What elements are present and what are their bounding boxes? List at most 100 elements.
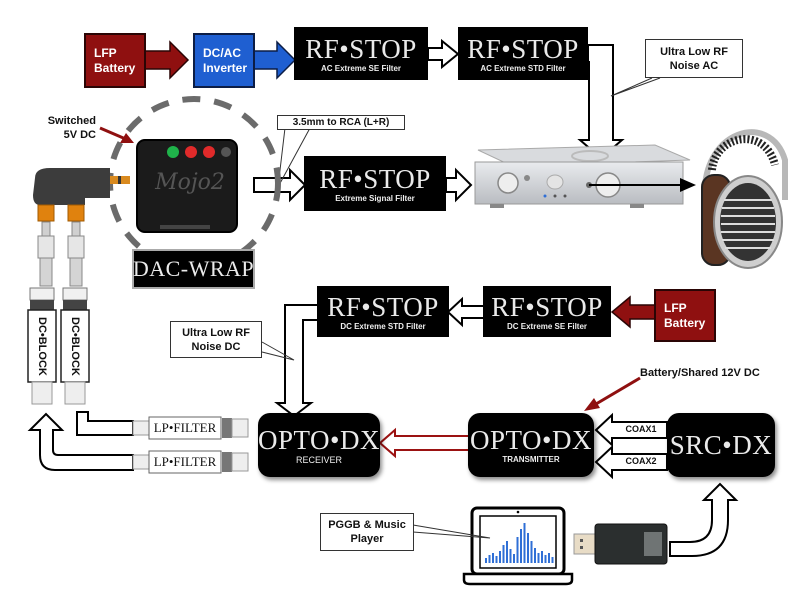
inverter-label-line1: DC/AC: [203, 45, 241, 60]
rf-stop-dc-se-filter: RF•STOP DC Extreme SE Filter: [483, 286, 611, 337]
rf-stop-ac-std-filter: RF•STOP AC Extreme STD Filter: [458, 27, 588, 80]
callout-line2: Player: [350, 533, 384, 545]
equalizer-bar: [527, 533, 529, 563]
equalizer-graphic: [485, 523, 554, 563]
lp-filter-label-1: LP•FILTER: [153, 420, 217, 435]
dc-block-label: DC•BLOCK: [36, 316, 48, 376]
filter-brand: RF•STOP: [319, 163, 431, 194]
rf-stop-dc-std-filter: RF•STOP DC Extreme STD Filter: [317, 286, 449, 337]
dc-block-right: DC•BLOCK: [61, 312, 89, 380]
filter-brand: RF•STOP: [327, 291, 439, 322]
usb-to-src-arrow: [669, 482, 739, 557]
src-dx: SRC•DX: [667, 413, 775, 477]
power-pointer-arrow: [120, 133, 134, 143]
equalizer-bar: [502, 545, 505, 563]
lp-to-dcblock-arrow-1: [76, 411, 134, 436]
opto-dx-receiver: OPTO•DX RECEIVER: [258, 413, 380, 477]
inverter-to-filter-arrow: [253, 40, 297, 80]
equalizer-bar: [537, 553, 540, 563]
opto-brand: OPTO•DX: [470, 425, 592, 455]
src-brand: SRC•DX: [669, 430, 773, 460]
player-callout-pointer: [412, 524, 491, 539]
battery-to-inverter-arrow: [144, 40, 190, 80]
amp-to-headphones-arrow: [680, 178, 696, 192]
opto-subtitle: TRANSMITTER: [502, 455, 560, 464]
ac-callout-pointer: [610, 77, 661, 97]
dc-to-receiver-arrow: [274, 304, 319, 418]
cable-callout: 3.5mm to RCA (L+R): [277, 115, 405, 130]
lfp-battery-ac: LFP Battery: [84, 33, 146, 88]
filter-subtitle: DC Extreme STD Filter: [340, 321, 426, 331]
shared-12v-label: Battery/Shared 12V DC: [640, 367, 760, 379]
shared-power-pointer-arrow: [584, 398, 600, 411]
player-callout: PGGB & Music Player: [320, 513, 414, 551]
dc-se-to-std-arrow: [446, 296, 485, 328]
usb-interface-image: [573, 523, 668, 565]
filter-se-to-std-arrow: [427, 38, 460, 70]
filter-subtitle: Extreme Signal Filter: [335, 193, 415, 203]
headphones-image: [701, 129, 788, 269]
dac-wrap-text: DAC-WRAP: [132, 256, 255, 281]
equalizer-bar: [516, 537, 519, 563]
dc-block-label: DC•BLOCK: [69, 316, 81, 376]
optical-link-arrow: [378, 427, 471, 459]
equalizer-bar: [509, 549, 512, 563]
callout-line1: Ultra Low RF: [182, 326, 250, 339]
callout-line2: Noise DC: [191, 340, 241, 353]
power-label-line1: Switched: [47, 115, 96, 127]
mojo-logo: Mojo2: [155, 170, 225, 195]
rf-stop-signal-filter: RF•STOP Extreme Signal Filter: [304, 156, 446, 211]
equalizer-bar: [492, 553, 494, 563]
rf-stop-ac-se-filter: RF•STOP AC Extreme SE Filter: [294, 27, 428, 80]
lp-filter-connectors: [132, 416, 249, 474]
opto-brand: OPTO•DX: [258, 424, 380, 455]
switched-5v-label: Switched 5V DC: [44, 114, 96, 142]
filter-brand: RF•STOP: [491, 291, 603, 322]
battery-label-line1: LFP: [94, 45, 117, 60]
equalizer-bar: [530, 541, 533, 563]
callout-line1: PGGB & Music: [328, 519, 406, 531]
equalizer-bar: [544, 555, 547, 563]
equalizer-bar: [513, 554, 515, 563]
usb-power-plug-image: [33, 168, 130, 287]
coax1-arrow: [594, 412, 668, 448]
coax2-arrow: [594, 444, 668, 480]
opto-subtitle: RECEIVER: [295, 454, 342, 465]
coax1-label: COAX1: [625, 424, 657, 434]
dc-battery-to-filter-arrow: [610, 295, 656, 329]
lp-to-dcblock-arrow-2: [27, 412, 134, 471]
equalizer-bar: [499, 551, 501, 563]
lfp-battery-dc: LFP Battery: [654, 289, 716, 342]
battery-label-line2: Battery: [664, 315, 706, 330]
equalizer-bar: [495, 556, 498, 563]
power-label-line2: 5V DC: [63, 129, 96, 141]
dc-block-left: DC•BLOCK: [28, 312, 56, 380]
equalizer-bar: [548, 553, 550, 563]
filter-subtitle: DC Extreme SE Filter: [506, 321, 588, 331]
equalizer-bar: [488, 555, 491, 563]
dc-noise-callout: Ultra Low RF Noise DC: [170, 321, 262, 358]
filter-brand: RF•STOP: [467, 33, 579, 64]
dc-callout-pointer: [261, 341, 295, 361]
amplifier-image: [474, 144, 691, 208]
equalizer-bar: [485, 558, 487, 563]
filter-subtitle: AC Extreme STD Filter: [480, 63, 566, 73]
mojo-device-image: [136, 139, 238, 233]
equalizer-bar: [551, 557, 554, 563]
callout-line1: Ultra Low RF: [660, 45, 728, 58]
dc-block-connectors: [27, 287, 90, 405]
opto-dx-transmitter: OPTO•DX TRANSMITTER: [468, 413, 594, 477]
battery-label-line2: Battery: [94, 60, 136, 75]
ac-noise-callout: Ultra Low RF Noise AC: [645, 39, 743, 78]
callout-line2: Noise AC: [669, 59, 719, 72]
equalizer-bar: [541, 551, 543, 563]
coax2-label: COAX2: [625, 456, 657, 466]
equalizer-bar: [506, 541, 508, 563]
dac-wrap-label: DAC-WRAP: [132, 249, 255, 289]
filter-to-amp-arrow: [445, 167, 473, 203]
equalizer-bar: [520, 529, 522, 563]
equalizer-bar: [523, 523, 526, 563]
equalizer-bar: [534, 548, 536, 563]
dc-ac-inverter: DC/AC Inverter: [193, 33, 255, 88]
